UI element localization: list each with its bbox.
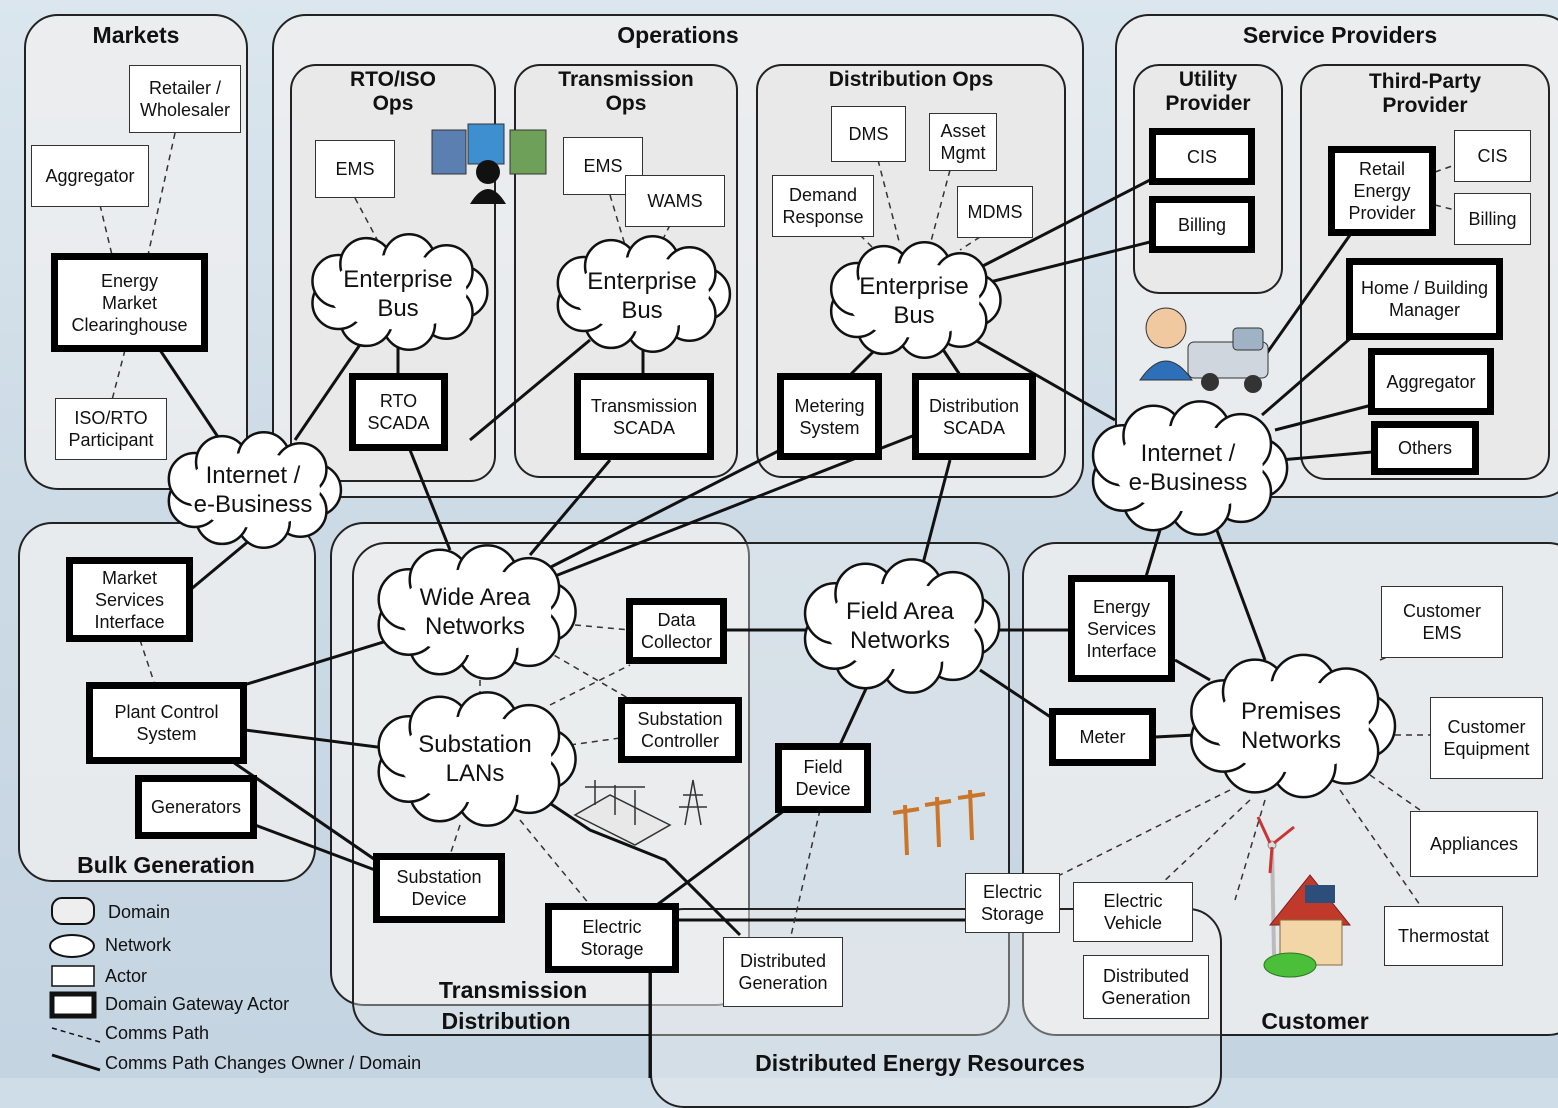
generators-gateway: Generators [135,775,257,839]
transmission-title: Transmission [438,977,588,1003]
utility-billing-gateway: Billing [1149,196,1255,253]
legend-domain-label: Domain [108,902,171,922]
electric-vehicle-actor: Electric Vehicle [1073,882,1193,942]
legend-comms-swatch [51,1027,101,1043]
meter-gateway: Meter [1049,708,1156,766]
rto-ems-actor: EMS [315,140,395,198]
legend-network-label: Network [105,935,172,955]
customer-title: Customer [1261,1008,1369,1034]
transmission-ems-actor: EMS [563,137,643,195]
field-area-networks: Field Area Networks [845,598,955,654]
legend-graphics [49,897,101,1072]
rto-ops-title: RTO/ISO Ops [350,68,436,115]
home-building-manager-gateway: Home / Building Manager [1346,258,1503,340]
energy-services-interface-gateway: Energy Services Interface [1068,575,1175,682]
enterprise-bus-transmission-cloud [556,234,732,354]
metering-system-gateway: Metering System [777,373,882,460]
operations-title: Operations [617,22,739,48]
internet-ebusiness-right-network: Internet / e-Business [1128,440,1248,496]
der-electric-storage-gateway: Electric Storage [545,903,679,973]
utility-poles-icon [892,789,986,856]
thermostat-actor: Thermostat [1384,906,1503,966]
wide-area-networks: Wide Area Networks [419,584,531,640]
internet-ebusiness-left-network: Internet / e-Business [193,462,313,518]
market-services-interface-gateway: Market Services Interface [66,557,193,642]
premises-networks: Premises Networks [1240,698,1342,754]
substation-device-gateway: Substation Device [373,853,505,923]
data-collector-gateway: Data Collector [626,598,727,664]
legend-comms-owner-label: Comms Path Changes Owner / Domain [105,1053,422,1073]
der-title: Distributed Energy Resources [755,1050,1085,1076]
enterprise-bus-distribution-cloud [829,240,1002,360]
wan-cloud [377,544,577,680]
comms-paths [49,123,1456,1078]
markets-aggregator-actor: Aggregator [31,145,149,207]
utility-provider-title: Utility Provider [1165,68,1251,115]
legend-comms-owner-swatch [51,1053,101,1072]
internet-left-cloud [167,430,343,550]
enterprise-bus-rto-cloud [311,232,489,352]
substation-lans-network: Substation LANs [418,731,532,787]
enterprise-bus-distribution-network: Enterprise Bus [859,273,969,329]
enterprise-bus-rto-network: Enterprise Bus [343,266,453,322]
energy-market-clearinghouse-gateway: Energy Market Clearinghouse [51,253,208,352]
transmission-scada-gateway: Transmission SCADA [574,373,714,460]
markets-title: Markets [92,22,180,48]
internet-right-cloud [1091,400,1289,536]
distribution-ops-title: Distribution Ops [828,68,994,91]
smart-home-icon [1256,816,1352,978]
transmission-ops-title: Transmission Ops [558,68,694,115]
legend-actor-swatch [51,965,95,987]
solid-paths [129,178,1373,1078]
premises-cloud [1190,653,1397,799]
asset-mgmt-actor: Asset Mgmt [929,113,997,171]
fan-cloud [803,558,1001,694]
dashed-paths [99,132,1456,941]
retailer-wholesaler-actor: Retailer / Wholesaler [129,65,241,133]
substation-lans-cloud [377,691,577,827]
field-technician-truck-icon [1139,307,1269,393]
service-provider-aggregator-gateway: Aggregator [1368,348,1494,415]
der-distributed-generation-actor: Distributed Generation [723,937,843,1007]
mdms-actor: MDMS [957,186,1033,238]
service-providers-title: Service Providers [1242,22,1438,48]
third-party-cis-actor: CIS [1454,130,1531,182]
legend-actor-label: Actor [105,966,148,986]
customer-equipment-actor: Customer Equipment [1430,697,1543,779]
legend-domain-swatch [51,897,95,925]
legend-network-swatch [49,934,95,958]
operator-workstation-icon [431,123,547,204]
third-party-billing-actor: Billing [1454,193,1531,245]
appliances-actor: Appliances [1410,811,1538,877]
dms-actor: DMS [831,106,906,162]
wams-actor: WAMS [625,175,725,227]
legend-gateway-swatch [49,991,97,1019]
field-device-gateway: Field Device [775,743,871,813]
bulk-generation-title: Bulk Generation [77,852,255,878]
enterprise-bus-transmission-network: Enterprise Bus [587,268,697,324]
distribution-scada-gateway: Distribution SCADA [912,373,1036,460]
retail-energy-provider-gateway: Retail Energy Provider [1328,146,1436,236]
iso-rto-participant-actor: ISO/RTO Participant [55,398,167,460]
legend-comms-label: Comms Path [105,1023,210,1043]
substation-controller-gateway: Substation Controller [618,697,742,763]
substation-icon [573,779,707,846]
utility-cis-gateway: CIS [1149,128,1255,185]
customer-ems-actor: Customer EMS [1381,586,1503,658]
plant-control-system-gateway: Plant Control System [86,682,247,764]
legend-gateway-label: Domain Gateway Actor [105,994,290,1014]
third-party-title: Third-Party Provider [1368,70,1481,117]
customer-electric-storage-actor: Electric Storage [965,873,1060,933]
others-gateway: Others [1371,421,1479,475]
distribution-title: Distribution [441,1008,571,1034]
demand-response-actor: Demand Response [772,175,874,237]
customer-distributed-generation-actor: Distributed Generation [1083,955,1209,1019]
rto-scada-gateway: RTO SCADA [349,373,448,451]
